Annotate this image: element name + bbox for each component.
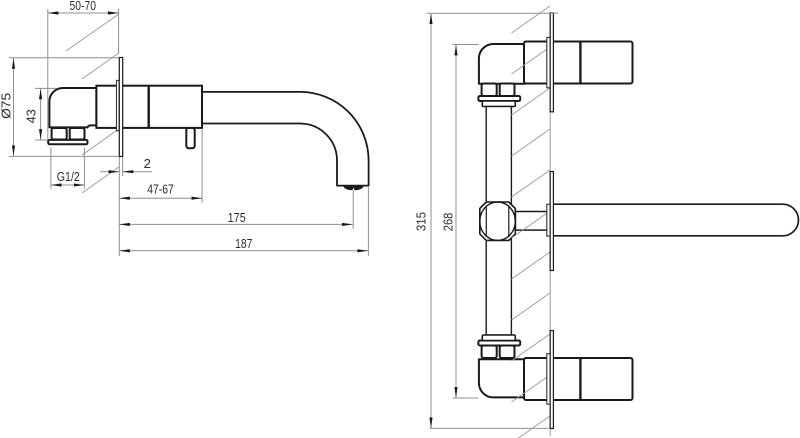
svg-text:175: 175 [228,210,246,225]
svg-text:268: 268 [441,213,456,232]
svg-text:43: 43 [23,109,38,123]
svg-text:187: 187 [235,236,252,251]
svg-text:50-70: 50-70 [70,0,97,13]
svg-text:315: 315 [413,212,428,231]
svg-text:2: 2 [144,156,151,171]
svg-text:47-67: 47-67 [147,182,174,197]
svg-text:G1/2: G1/2 [57,169,80,184]
svg-text:Ø75: Ø75 [0,93,13,119]
